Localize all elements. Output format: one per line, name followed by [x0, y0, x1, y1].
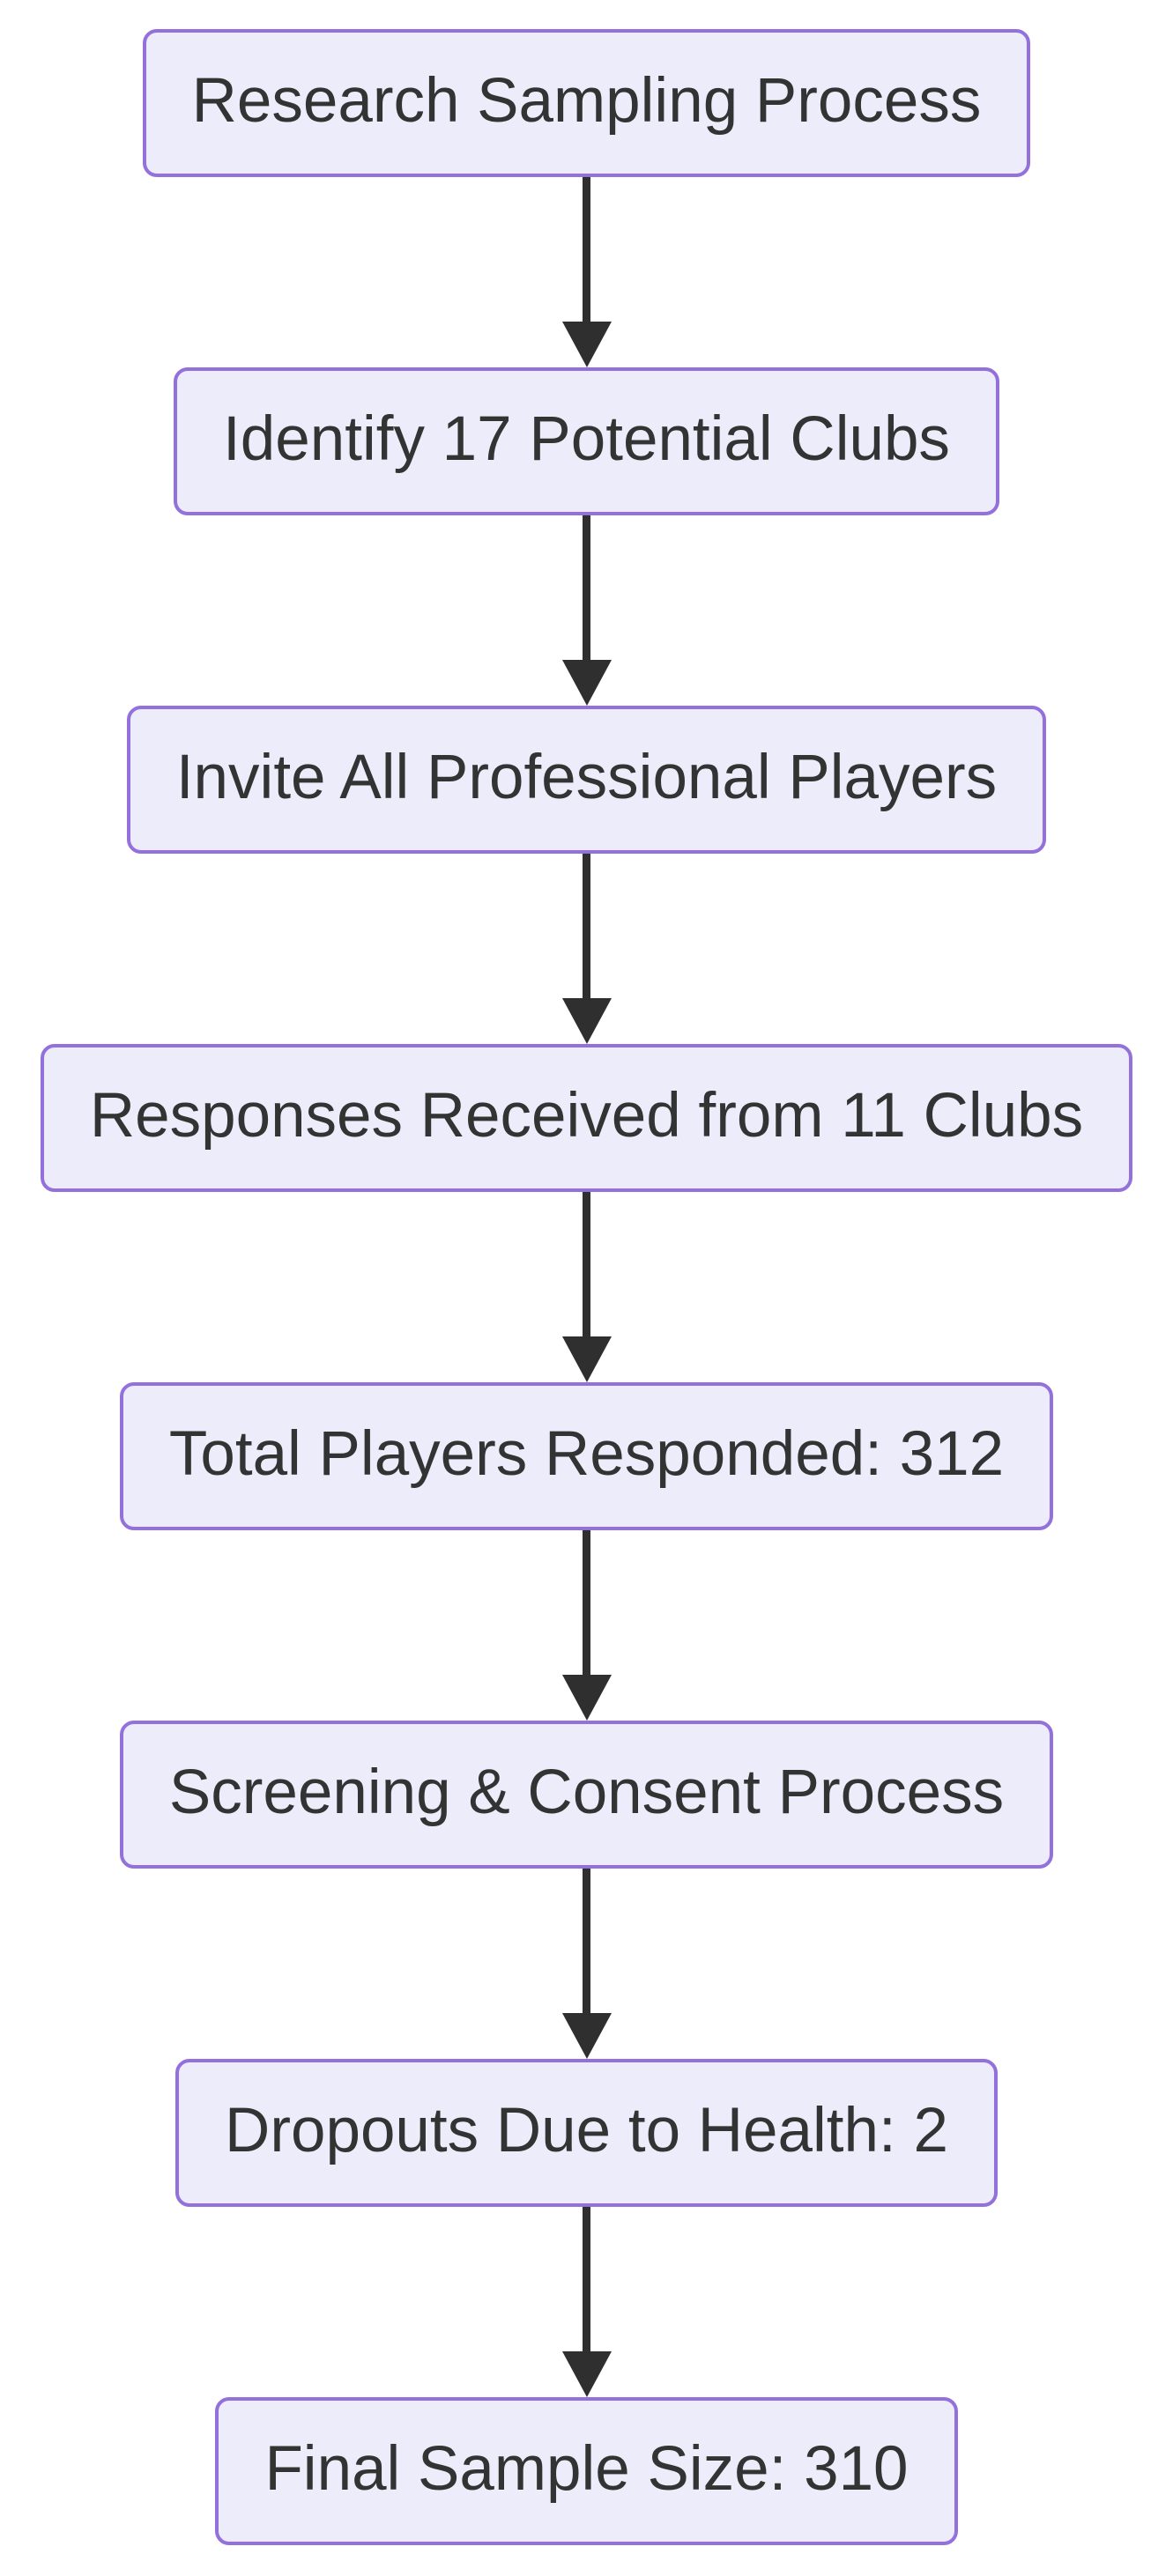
node-label: Dropouts Due to Health: 2 — [225, 2095, 948, 2165]
arrow-down — [561, 177, 612, 367]
flowchart-node-dropouts-health: Dropouts Due to Health: 2 — [175, 2059, 998, 2207]
node-label: Research Sampling Process — [191, 65, 982, 136]
arrow-down — [561, 1530, 612, 1721]
node-label: Final Sample Size: 310 — [264, 2433, 909, 2504]
arrow-down — [561, 854, 612, 1044]
flowchart-node-screening-consent: Screening & Consent Process — [119, 1721, 1054, 1869]
arrow-down — [561, 1192, 612, 1382]
arrow-head-icon — [561, 322, 612, 367]
arrow-line — [583, 515, 590, 661]
flowchart-node-research-sampling-process: Research Sampling Process — [142, 29, 1031, 177]
arrow-line — [583, 2207, 590, 2352]
flowchart-node-invite-players: Invite All Professional Players — [126, 706, 1047, 854]
node-label: Identify 17 Potential Clubs — [223, 403, 950, 474]
arrow-head-icon — [561, 2351, 612, 2397]
arrow-down — [561, 1869, 612, 2059]
arrow-line — [583, 1192, 590, 1337]
arrow-head-icon — [561, 998, 612, 1044]
flowchart-node-responses-received: Responses Received from 11 Clubs — [40, 1044, 1133, 1192]
arrow-line — [583, 177, 590, 322]
arrow-line — [583, 1530, 590, 1676]
arrow-head-icon — [561, 2013, 612, 2059]
arrow-line — [583, 1869, 590, 2014]
node-label: Total Players Responded: 312 — [168, 1418, 1005, 1489]
arrow-head-icon — [561, 660, 612, 706]
node-label: Screening & Consent Process — [168, 1757, 1005, 1827]
arrow-down — [561, 2207, 612, 2397]
arrow-line — [583, 854, 590, 999]
arrow-head-icon — [561, 1336, 612, 1382]
flowchart-node-final-sample-size: Final Sample Size: 310 — [215, 2397, 958, 2545]
flowchart-node-identify-clubs: Identify 17 Potential Clubs — [174, 367, 999, 515]
flowchart-node-total-responded: Total Players Responded: 312 — [119, 1382, 1054, 1530]
arrow-head-icon — [561, 1675, 612, 1721]
node-label: Invite All Professional Players — [175, 742, 998, 812]
node-label: Responses Received from 11 Clubs — [89, 1080, 1084, 1151]
arrow-down — [561, 515, 612, 706]
